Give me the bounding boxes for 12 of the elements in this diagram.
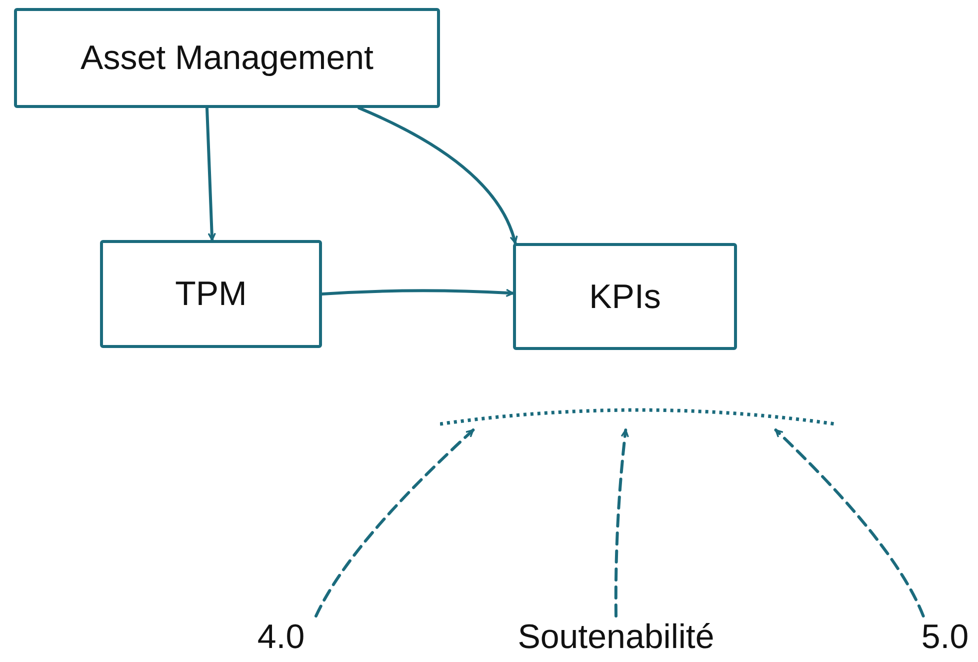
text-label: Soutenabilité (496, 616, 736, 658)
arrow (205, 106, 216, 242)
text-label: 4.0 (246, 616, 316, 658)
process-box: TPM (100, 240, 322, 348)
arrow (358, 106, 518, 244)
text-label: 5.0 (914, 616, 976, 658)
arrow (320, 288, 514, 298)
dashed-arrow (774, 428, 925, 618)
process-box: Asset Management (14, 8, 440, 108)
dashed-arrow (614, 428, 630, 618)
dashed-arrow (314, 428, 475, 618)
process-box: KPIs (513, 243, 737, 350)
